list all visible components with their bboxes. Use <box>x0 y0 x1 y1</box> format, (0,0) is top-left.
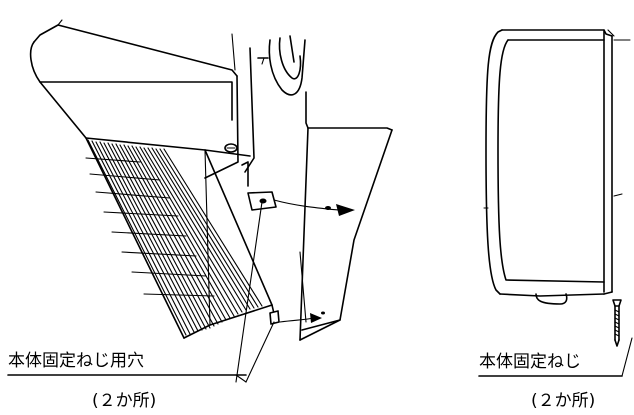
leader-line-upper <box>235 201 263 383</box>
air-grille <box>85 139 263 336</box>
lower-fixing-hole <box>269 310 325 325</box>
left-unit-illustration <box>7 19 393 383</box>
pipe-connection <box>257 35 306 96</box>
screw-hole-label: 本体固定ねじ用穴 <box>8 351 144 371</box>
screw-hole-count: (２か所) <box>92 391 157 411</box>
upper-fixing-hole <box>241 161 277 211</box>
arrow-upper <box>273 199 339 211</box>
mounting-plate <box>224 47 393 341</box>
screw-count: (２か所) <box>531 391 596 411</box>
fixing-screw-icon <box>612 299 622 347</box>
arrow-lower <box>279 317 315 323</box>
leader-line-lower <box>245 321 275 383</box>
right-unit-illustration <box>478 29 633 377</box>
leader-line-screw <box>621 337 633 377</box>
screw-label: 本体固定ねじ <box>479 352 581 372</box>
